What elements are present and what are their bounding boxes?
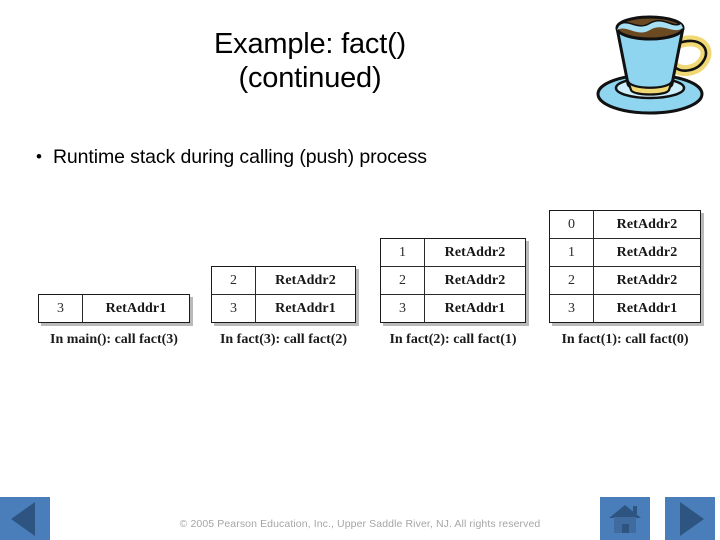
stack-frame-row: 2 RetAddr2 (381, 267, 525, 295)
stack-frame-row: 1 RetAddr2 (550, 239, 700, 267)
stack-caption: In fact(2): call fact(1) (389, 332, 517, 347)
stack-frame-row: 1 RetAddr2 (381, 239, 525, 267)
stack-frame-return-address: RetAddr1 (275, 300, 336, 316)
stack-frame-row: 2 RetAddr2 (212, 267, 355, 295)
copyright-footer: © 2005 Pearson Education, Inc., Upper Sa… (179, 518, 541, 530)
stack-frame-row: 2 RetAddr2 (550, 267, 700, 295)
stack-frame-return-address: RetAddr1 (616, 300, 678, 316)
stack-frame-index: 3 (550, 295, 594, 322)
stack-table: 2 RetAddr2 3 RetAddr1 (211, 266, 356, 323)
stack-frame-return-address: RetAddr2 (616, 216, 678, 232)
stack-caption: In fact(1): call fact(0) (561, 332, 689, 347)
stack-frame-return-address: RetAddr2 (444, 272, 506, 288)
stack-group-1: 3 RetAddr1 In main(): call fact(3) (38, 294, 190, 348)
stack-frame-index: 2 (381, 267, 425, 294)
stack-frame-index: 3 (39, 295, 83, 322)
stack-frame-index: 2 (550, 267, 594, 294)
stack-frame-index: 3 (212, 295, 256, 322)
coffee-cup-icon (596, 15, 712, 115)
stack-caption: In fact(3): call fact(2) (219, 332, 348, 347)
page-title-line-2: (continued) (238, 62, 382, 94)
next-slide-button[interactable] (665, 497, 715, 540)
stack-frame-row: 3 RetAddr1 (39, 295, 189, 322)
stack-frame-index: 0 (550, 211, 594, 238)
stack-table: 3 RetAddr1 (38, 294, 190, 323)
stack-frame-return-address: RetAddr2 (616, 244, 678, 260)
stack-frame-row: 0 RetAddr2 (550, 211, 700, 239)
page-title: Example: fact() (continued) (60, 27, 560, 95)
stack-frame-return-address: RetAddr2 (444, 244, 506, 260)
triangle-left-icon (11, 501, 35, 536)
stack-frame-row: 3 RetAddr1 (381, 295, 525, 322)
home-icon (609, 504, 641, 533)
bullet-text: Runtime stack during calling (push) proc… (52, 146, 427, 168)
bullet-item: • Runtime stack during calling (push) pr… (36, 144, 636, 170)
stack-frame-return-address: RetAddr1 (444, 300, 506, 316)
stack-frame-return-address: RetAddr2 (275, 272, 336, 288)
stack-frame-index: 3 (381, 295, 425, 322)
stack-frame-index: 1 (550, 239, 594, 266)
previous-slide-button[interactable] (0, 497, 50, 540)
stack-frame-return-address: RetAddr1 (105, 300, 167, 316)
page-title-line-1: Example: fact() (214, 28, 406, 60)
bullet-marker-icon: • (36, 147, 42, 166)
stack-frame-row: 3 RetAddr1 (550, 295, 700, 322)
stack-frame-index: 2 (212, 267, 256, 294)
stack-frame-row: 3 RetAddr1 (212, 295, 355, 322)
stack-group-2: 2 RetAddr2 3 RetAddr1 In fact(3): call fact(… (211, 266, 356, 348)
stack-caption: In main(): call fact(3) (50, 332, 178, 347)
triangle-right-icon (680, 501, 704, 536)
stack-frame-index: 1 (381, 239, 425, 266)
stack-frame-return-address: RetAddr2 (616, 272, 678, 288)
home-button[interactable] (600, 497, 650, 540)
